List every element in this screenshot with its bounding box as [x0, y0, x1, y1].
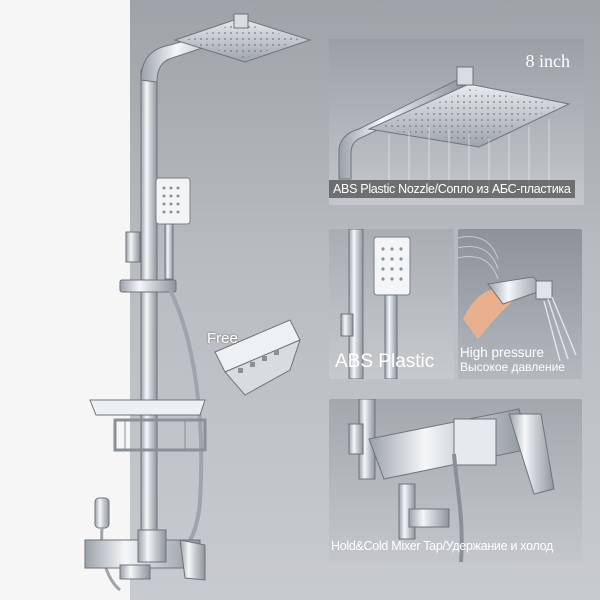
- rain-showerhead-icon: [173, 13, 312, 63]
- rain-showerhead-closeup: [338, 66, 571, 189]
- shower-hose: [168, 289, 204, 562]
- caption-high-pressure-ru: Высокое давление: [460, 360, 565, 374]
- panel-high-pressure: High pressure Высокое давление: [458, 229, 582, 379]
- soap-shelf-icon: [89, 399, 207, 452]
- caption-abs-plastic: ABS Plastic: [335, 351, 435, 372]
- main-riser-pipe: [140, 69, 158, 531]
- diverter-valve: [125, 231, 141, 263]
- slide-holder: [119, 279, 177, 293]
- size-label: 8 inch: [525, 51, 571, 71]
- panel-showerhead: 8 inch ABS Plastic Nozzle/Сопло из АБС-п…: [329, 39, 584, 205]
- free-basket-icon: [214, 319, 301, 396]
- hand-shower-closeup: [340, 229, 411, 379]
- panel-mixer-tap: Hold&Cold Mixer Tap/Удержание и холод: [329, 399, 582, 562]
- bidet-sprayer-closeup: [458, 236, 577, 362]
- free-label: Free: [207, 330, 238, 347]
- mixer-tap-closeup: [348, 399, 555, 562]
- caption-high-pressure: High pressure: [460, 345, 545, 360]
- panel-abs-plastic: ABS Plastic: [329, 229, 454, 379]
- hand-shower-icon: [155, 177, 191, 280]
- caption-mixer-tap: Hold&Cold Mixer Tap/Удержание и холод: [331, 539, 553, 553]
- mixer-tap-icon: [84, 529, 206, 581]
- caption-abs-nozzle: ABS Plastic Nozzle/Сопло из АБС-пластика: [329, 180, 575, 198]
